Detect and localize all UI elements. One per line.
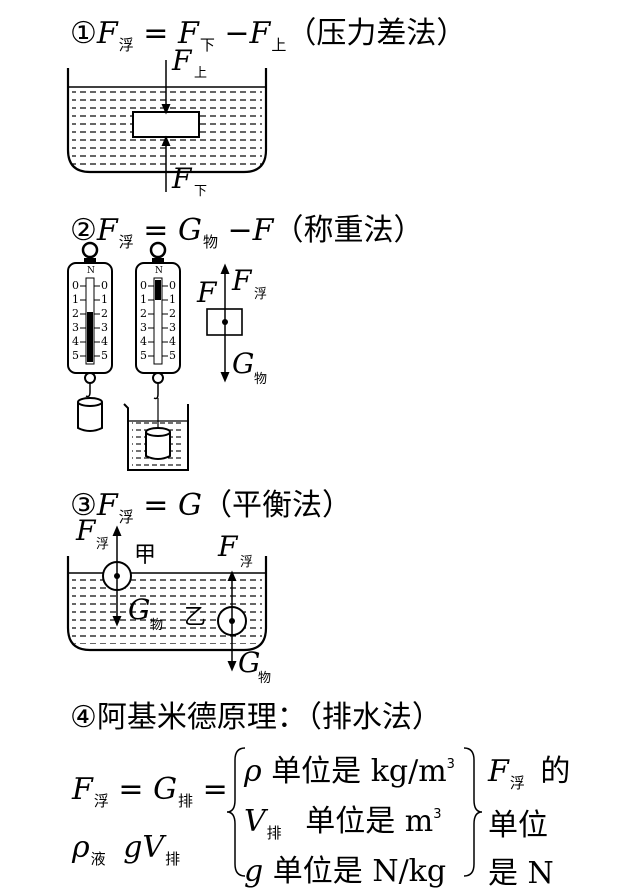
- unit-rho: ρ 单位是 kg/m3: [244, 754, 455, 789]
- svg-text:上: 上: [194, 66, 207, 81]
- svg-text:N: N: [155, 266, 163, 276]
- method1-formula: ①F浮 = F下 −F上（压力差法）: [70, 16, 467, 54]
- method3-name: （平衡法）: [201, 488, 352, 523]
- circled-number-4: ④: [70, 700, 97, 735]
- beaker: [123, 403, 189, 471]
- svg-text:浮: 浮: [240, 555, 253, 570]
- svg-text:0: 0: [169, 279, 176, 292]
- svg-text:3: 3: [140, 321, 147, 334]
- svg-text:2: 2: [101, 307, 108, 320]
- container-1: [66, 68, 268, 174]
- method4-heading: ④阿基米德原理：（排水法）: [70, 692, 442, 736]
- svg-text:浮: 浮: [96, 537, 109, 552]
- svg-text:5: 5: [72, 349, 79, 362]
- method4-name: 阿基米德原理：（排水法）: [96, 700, 442, 735]
- svg-text:3: 3: [72, 321, 79, 334]
- svg-text:物: 物: [150, 618, 163, 633]
- circled-number-1: ①: [70, 16, 97, 51]
- weight-in-air: [77, 402, 103, 432]
- svg-text:3: 3: [101, 321, 108, 334]
- scale-ticks-left: 0 0 1 1 2 2 3 3 4 4 5 5: [72, 279, 108, 362]
- left-brace: [226, 747, 246, 877]
- label-yi: 乙: [184, 605, 206, 630]
- svg-text:4: 4: [72, 335, 79, 348]
- svg-text:物: 物: [258, 671, 271, 686]
- pressure-diagram: F 上 F 下: [66, 44, 268, 199]
- svg-text:F: F: [217, 530, 239, 563]
- spring-scale-right: N 0 0 1 1 2 2 3 3 4 4 5 5: [123, 241, 189, 471]
- svg-text:0: 0: [101, 279, 108, 292]
- label-F-buoyant: F: [231, 264, 253, 297]
- svg-text:N: N: [87, 266, 95, 276]
- right-note-line3: 是 N: [488, 856, 554, 891]
- svg-text:1: 1: [101, 293, 108, 306]
- circled-number-3: ③: [70, 488, 97, 523]
- svg-text:2: 2: [72, 307, 79, 320]
- method2-formula: ②F浮 = G物 −F（称重法）: [70, 213, 424, 251]
- right-brace: [463, 747, 483, 877]
- right-note-line2: 单位: [488, 808, 548, 843]
- svg-text:浮: 浮: [254, 287, 267, 302]
- label-G-weight: G: [232, 347, 254, 380]
- svg-text:2: 2: [140, 307, 147, 320]
- label-F-top: F: [171, 44, 193, 77]
- svg-text:1: 1: [140, 293, 147, 306]
- svg-text:0: 0: [140, 279, 147, 292]
- svg-text:4: 4: [140, 335, 147, 348]
- svg-text:4: 4: [101, 335, 108, 348]
- unit-g: g 单位是 N/kg: [244, 854, 447, 889]
- svg-text:4: 4: [169, 335, 176, 348]
- archimedes-formula: F浮 = G排 =: [72, 772, 228, 810]
- svg-text:下: 下: [194, 184, 207, 199]
- svg-text:5: 5: [101, 349, 108, 362]
- svg-text:1: 1: [169, 293, 176, 306]
- submerged-block: [132, 111, 200, 138]
- method2-name: （称重法）: [273, 213, 424, 248]
- unit-v: V排 单位是 m3: [244, 804, 442, 842]
- svg-text:0: 0: [72, 279, 79, 292]
- scale-ticks-right: 0 0 1 1 2 2 3 3 4 4 5 5: [140, 279, 176, 362]
- container-3: [66, 556, 268, 652]
- svg-text:G: G: [128, 593, 150, 626]
- right-note-line1: F浮 的: [488, 754, 571, 792]
- weight-in-water: [145, 432, 171, 460]
- label-jia: 甲: [134, 543, 156, 568]
- spring-scale-left: N 0 0 1 1 2 2 3 3 4 4 5 5: [67, 241, 113, 432]
- svg-text:3: 3: [169, 321, 176, 334]
- svg-text:2: 2: [169, 307, 176, 320]
- free-body-diagram-2: F F 浮 G 物: [196, 263, 267, 387]
- svg-text:G: G: [238, 646, 260, 679]
- label-F-tension: F: [196, 276, 218, 309]
- svg-text:5: 5: [140, 349, 147, 362]
- svg-text:物: 物: [254, 372, 267, 387]
- svg-text:1: 1: [72, 293, 79, 306]
- svg-text:5: 5: [169, 349, 176, 362]
- rho-g-v-formula: ρ液 gV排: [72, 830, 181, 868]
- balance-diagram: F 浮 G 物 甲 F 浮 G 物 乙: [66, 514, 271, 686]
- method1-name: （压力差法）: [286, 16, 467, 51]
- label-F-bottom: F: [171, 162, 193, 195]
- method3-formula: ③F浮 = G（平衡法）: [70, 488, 352, 526]
- svg-text:F: F: [75, 514, 97, 547]
